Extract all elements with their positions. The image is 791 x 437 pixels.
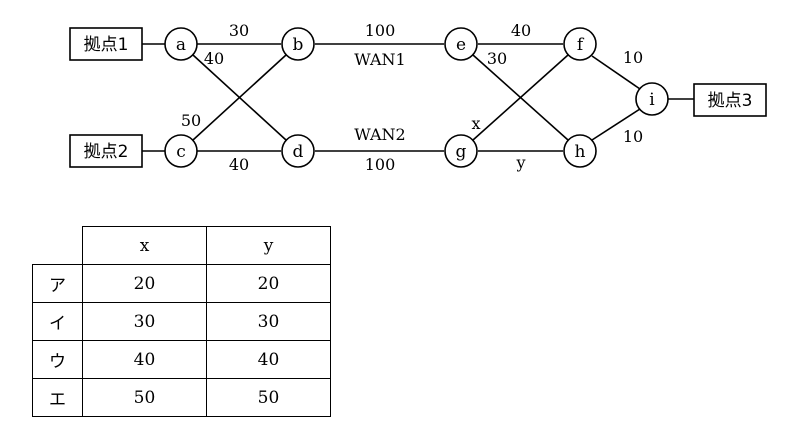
edge-name-wan2: WAN2 [354, 125, 405, 144]
node-e [444, 27, 478, 61]
node-g-label: g [456, 142, 467, 162]
table-row: ア 20 20 [32, 264, 331, 303]
table-row: ウ 40 40 [32, 340, 331, 379]
edge-label-ab: 30 [229, 21, 249, 40]
table-row: エ 50 50 [32, 378, 331, 417]
edge-label-cd: 40 [229, 155, 249, 174]
site3-label: 拠点3 [708, 91, 753, 111]
node-f-label: f [577, 35, 585, 55]
row-label: エ [32, 378, 83, 417]
site3-box [693, 83, 767, 117]
node-i-label: i [649, 90, 655, 110]
cell-x: 40 [82, 340, 207, 379]
edge-label-hi: 10 [623, 127, 643, 146]
cell-y: 50 [206, 378, 331, 417]
network-diagram: 拠点1 拠点2 拠点3 a b c d e f g h i 30 40 50 4… [69, 21, 767, 174]
site2-label: 拠点2 [84, 142, 129, 162]
node-h [563, 134, 597, 168]
node-h-label: h [575, 142, 586, 162]
node-c-label: c [176, 142, 186, 162]
edge-label-ef: 40 [511, 21, 531, 40]
edge-label-ad: 40 [204, 49, 224, 68]
edge-label-dg: 100 [365, 155, 396, 174]
edge-g-f [472, 54, 569, 141]
cell-x: 30 [82, 302, 207, 341]
site2-box [69, 134, 143, 168]
node-c [164, 134, 198, 168]
edge-label-gf: x [471, 114, 480, 133]
cell-x: 50 [82, 378, 207, 417]
table-row: イ 30 30 [32, 302, 331, 341]
site1-label: 拠点1 [84, 35, 129, 55]
cell-y: 30 [206, 302, 331, 341]
edge-label-gh: y [515, 153, 525, 172]
edge-label-cb: 50 [181, 111, 201, 130]
edge-f-i [591, 55, 641, 90]
node-a [164, 27, 198, 61]
cell-y: 40 [206, 340, 331, 379]
table-header-row: x y [32, 226, 331, 265]
node-d [281, 134, 315, 168]
node-g [444, 134, 478, 168]
row-label: イ [32, 302, 83, 341]
table-header-x: x [82, 226, 207, 265]
node-e-label: e [456, 35, 466, 55]
table-header-y: y [206, 226, 331, 265]
answer-options-table: x y ア 20 20 イ 30 30 ウ 40 40 エ 50 50 [32, 226, 331, 417]
edge-h-i [591, 108, 641, 141]
edge-c-b [192, 54, 287, 141]
edge-label-be: 100 [365, 21, 396, 40]
node-a-label: a [176, 35, 186, 55]
table-corner [32, 226, 83, 265]
node-d-label: d [293, 142, 304, 162]
edge-name-wan1: WAN1 [354, 50, 405, 69]
edge-label-fi: 10 [623, 48, 643, 67]
node-b-label: b [293, 35, 304, 55]
node-b [281, 27, 315, 61]
row-label: ウ [32, 340, 83, 379]
cell-y: 20 [206, 264, 331, 303]
row-label: ア [32, 264, 83, 303]
node-i [635, 82, 669, 116]
node-f [563, 27, 597, 61]
edge-label-eh: 30 [487, 49, 507, 68]
cell-x: 20 [82, 264, 207, 303]
site1-box [69, 27, 143, 61]
